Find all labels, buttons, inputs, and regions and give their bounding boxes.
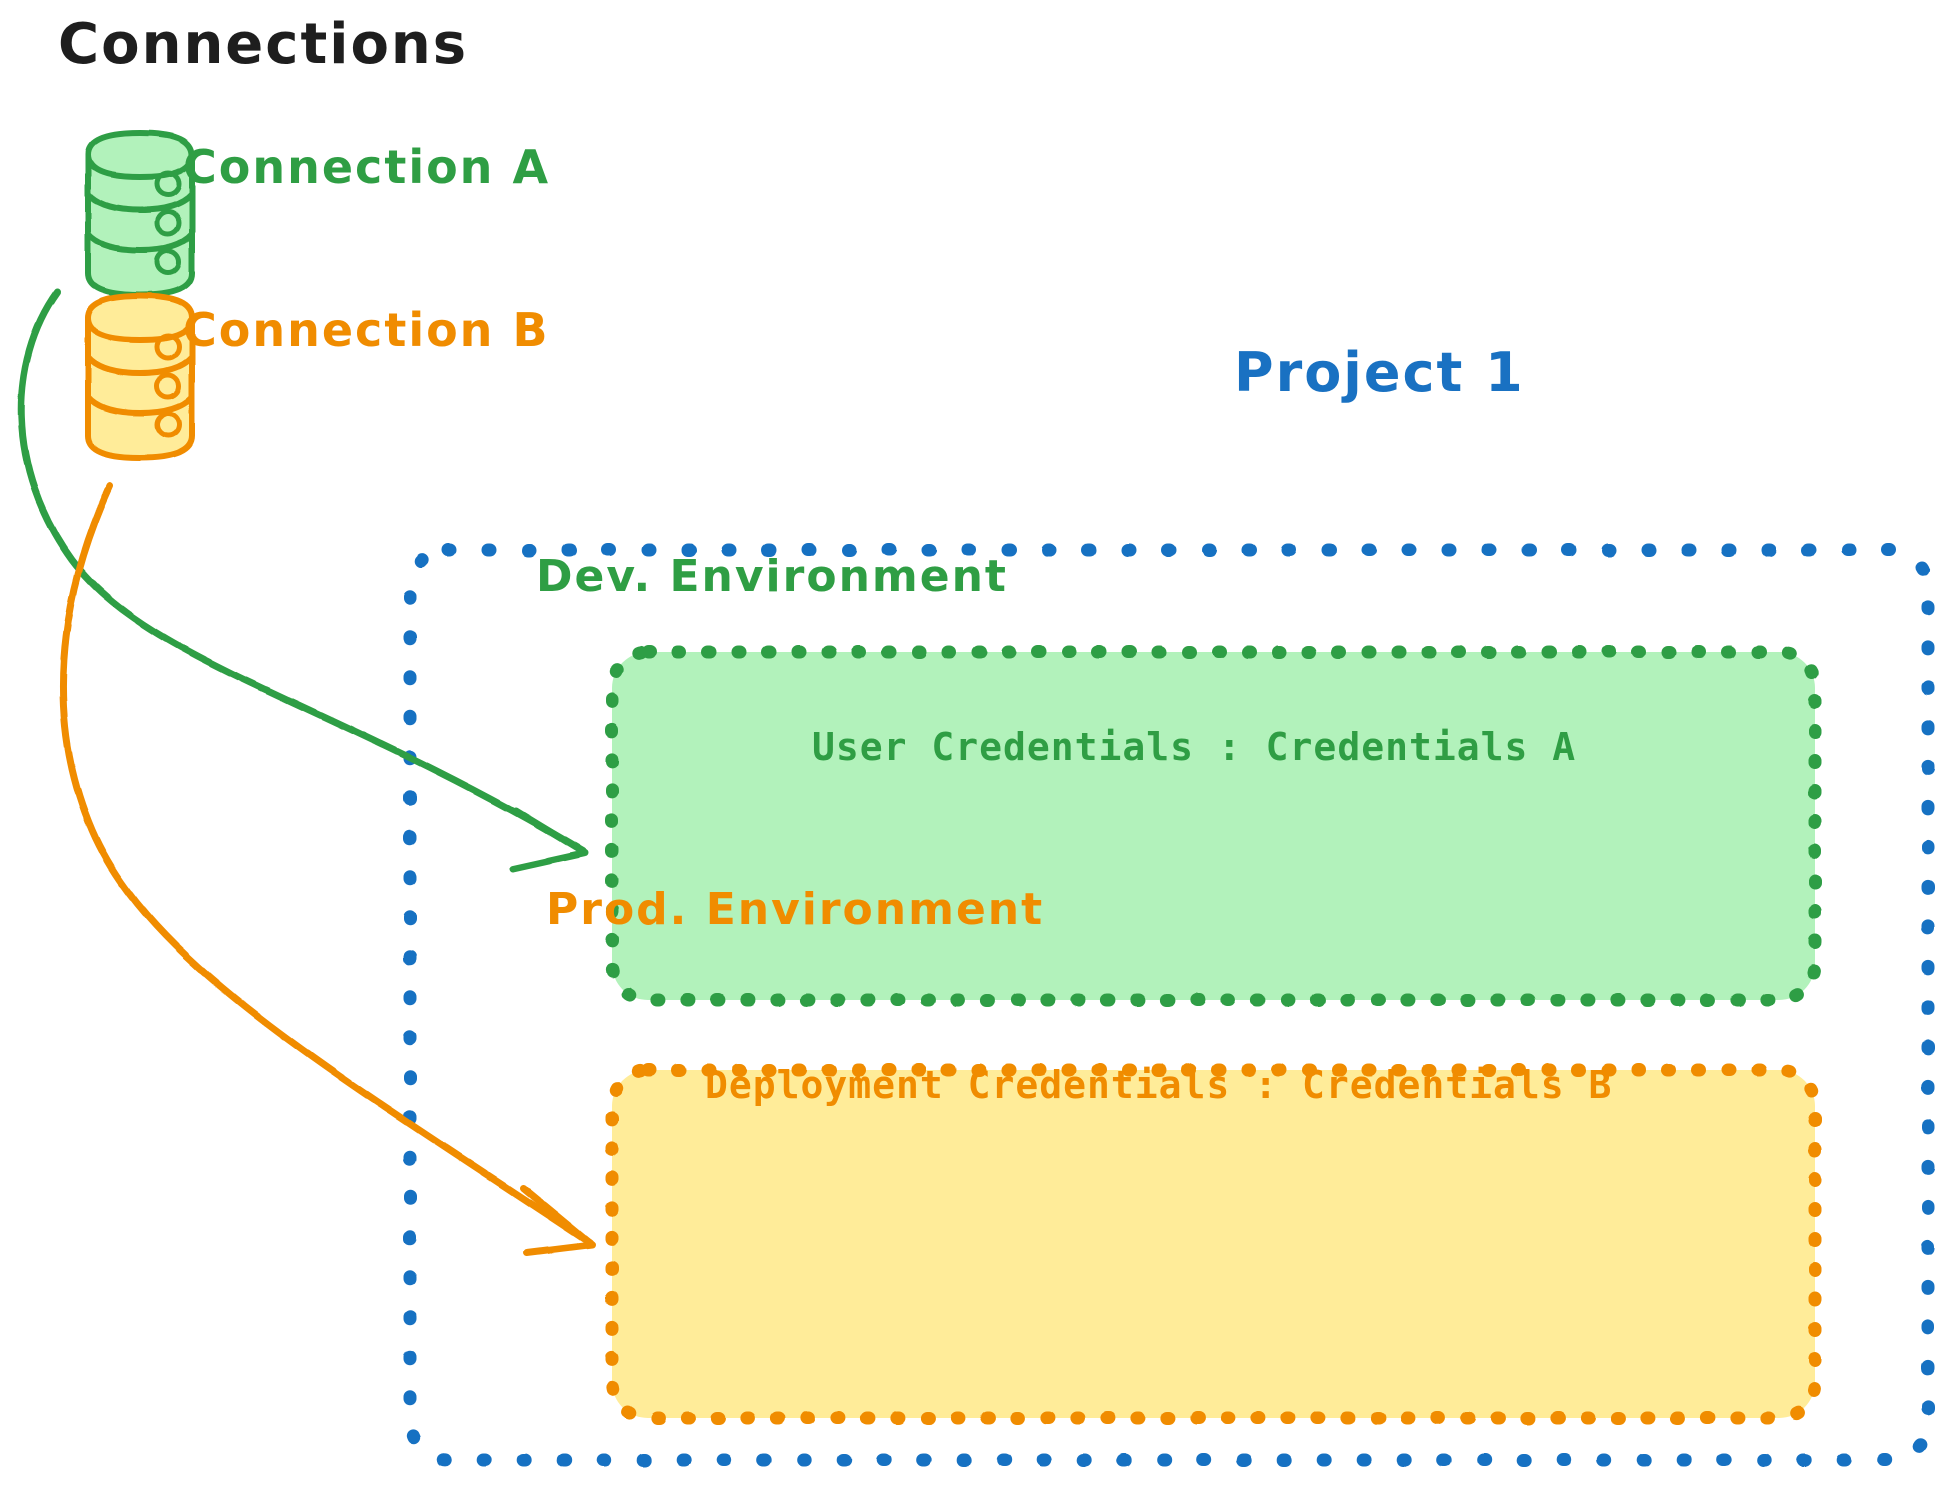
connection-a-label[interactable]: Connection A	[183, 140, 551, 194]
page-title: Connections	[58, 12, 469, 77]
arrow-path	[59, 482, 594, 1247]
database-divider-2	[85, 231, 195, 254]
arrow-connection-b-to-prod	[59, 482, 596, 1257]
database-icon-connection-a[interactable]	[84, 129, 196, 299]
prod-environment-title: Prod. Environment	[546, 884, 1045, 935]
database-led-3	[154, 248, 182, 276]
dev-environment-fill	[612, 652, 1815, 1000]
arrow-path	[17, 288, 587, 855]
database-divider-1	[85, 354, 195, 377]
database-icon-connection-b[interactable]	[84, 292, 196, 462]
dev-environment-border	[605, 645, 1822, 1007]
prod-environment-credentials: Deployment Credentials : Credentials B	[705, 1063, 1613, 1107]
project-container[interactable]	[403, 543, 1935, 1467]
database-led-2	[154, 372, 182, 400]
arrow-head	[509, 807, 589, 873]
database-side	[85, 315, 195, 462]
database-led-3	[154, 411, 182, 439]
database-led-1	[154, 333, 182, 361]
arrow-head	[519, 1184, 596, 1257]
project-border	[403, 543, 1935, 1467]
connection-b-label[interactable]: Connection B	[183, 303, 550, 357]
database-led-1	[154, 170, 182, 198]
database-divider-1	[85, 191, 195, 214]
arrow-connection-a-to-dev	[17, 288, 589, 873]
prod-environment-border	[605, 1063, 1822, 1425]
dev-environment-title: Dev. Environment	[536, 551, 1008, 602]
project-label: Project 1	[1234, 341, 1525, 404]
database-divider-2	[85, 394, 195, 417]
dev-environment-credentials: User Credentials : Credentials A	[812, 725, 1577, 769]
prod-environment-box[interactable]	[605, 1063, 1822, 1425]
dev-environment-box[interactable]	[605, 645, 1822, 1007]
prod-environment-fill	[612, 1070, 1815, 1418]
database-led-2	[154, 209, 182, 237]
